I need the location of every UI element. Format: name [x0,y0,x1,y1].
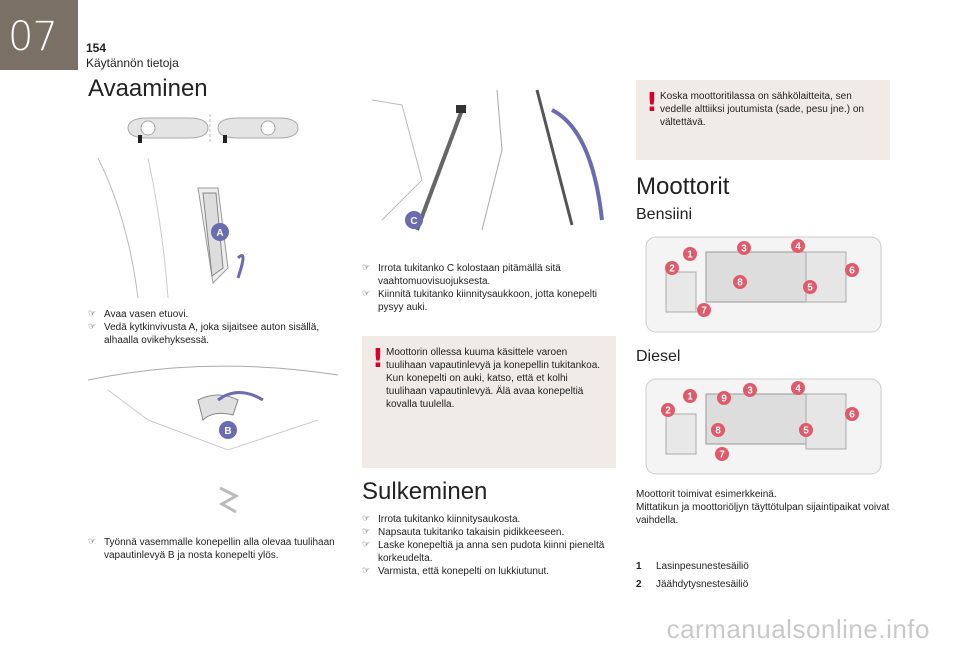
engine-marker-5: 5 [799,423,813,437]
stay-steps: ☞Irrota tukitanko C kolostaan pitämällä … [362,262,617,314]
bonnet-stay-illustration: C [371,89,604,231]
warning-text: Koska moottoritilassa on sähkölaitteita,… [660,91,864,128]
bullet-arrow-icon: ☞ [362,289,371,299]
chapter-tab: 07 [0,0,78,70]
list-item: ☞Työnnä vasemmalle konepellin alla oleva… [88,537,335,561]
bullet-arrow-icon: ☞ [88,322,97,332]
svg-text:8: 8 [737,278,743,289]
engine-marker-8: 8 [711,423,725,437]
svg-text:1: 1 [687,250,693,261]
list-item: ☞Varmista, että konepelti on lukkiutunut… [362,566,550,577]
engine-marker-5: 5 [803,280,817,294]
chapter-title: Käytännön tietoja [86,56,179,70]
warning-box-bonnet: ! Moottorin ollessa kuuma käsittele varo… [362,336,616,468]
svg-text:5: 5 [807,283,813,294]
engine-marker-7: 7 [715,447,729,461]
bullet-arrow-icon: ☞ [362,514,371,524]
svg-text:6: 6 [849,410,855,421]
list-item: ☞Kiinnitä tukitanko kiinnitysaukkoon, jo… [362,289,598,313]
engine-marker-4: 4 [791,239,805,253]
engine-marker-6: 6 [845,263,859,277]
engine-marker-7: 7 [697,303,711,317]
engine-marker-4: 4 [791,381,805,395]
chapter-number: 07 [8,14,58,60]
petrol-heading: Bensiini [636,206,693,223]
engines-note: Moottorit toimivat esimerkkeinä. Mittati… [636,489,890,526]
callout-b: B [224,426,231,437]
svg-text:3: 3 [747,386,753,397]
engine-marker-1: 1 [683,247,697,261]
bullet-arrow-icon: ☞ [88,537,97,547]
closing-heading: Sulkeminen [362,478,488,505]
page-number: 154 [86,41,107,55]
engine-marker-3: 3 [737,241,751,255]
svg-text:1: 1 [687,392,693,403]
callout-a: A [216,228,223,239]
svg-text:4: 4 [795,242,801,253]
diesel-engine-illustration: 1 2 3 4 5 6 7 8 9 [645,378,882,475]
warning-icon: ! [646,88,658,118]
svg-text:2: 2 [665,406,671,417]
closing-steps: ☞Irrota tukitanko kiinnitysaukosta. ☞Nap… [362,513,617,578]
warning-icon: ! [372,344,384,374]
svg-text:4: 4 [795,384,801,395]
engine-marker-2: 2 [665,261,679,275]
bullet-arrow-icon: ☞ [88,309,97,319]
door-lever-illustration: A [97,114,299,299]
brand-logo-icon [218,486,240,514]
engine-marker-9: 9 [717,391,731,405]
opening-steps-2: ☞Työnnä vasemmalle konepellin alla oleva… [88,536,343,562]
callout-c: C [410,216,417,227]
engine-marker-8: 8 [733,275,747,289]
list-item: ☞Laske konepeltiä ja anna sen pudota kii… [362,540,605,564]
bullet-arrow-icon: ☞ [362,540,371,550]
svg-text:8: 8 [715,426,721,437]
engine-marker-6: 6 [845,407,859,421]
watermark-text: carmanualsonline.info [666,614,930,644]
svg-text:7: 7 [719,450,725,461]
opening-heading: Avaaminen [88,75,208,102]
svg-text:6: 6 [849,266,855,277]
engines-heading: Moottorit [636,173,730,200]
opening-steps-1: ☞Avaa vasen etuovi. ☞Vedä kytkinvivusta … [88,308,343,347]
list-item: ☞Irrota tukitanko kiinnitysaukosta. [362,514,521,525]
bullet-arrow-icon: ☞ [362,263,371,273]
list-item: ☞Napsauta tukitanko takaisin pidikkeesee… [362,527,565,538]
svg-text:2: 2 [669,264,675,275]
svg-text:9: 9 [721,394,727,405]
list-item: ☞Irrota tukitanko C kolostaan pitämällä … [362,263,561,287]
svg-text:3: 3 [741,244,747,255]
engine-marker-1: 1 [683,389,697,403]
engine-marker-2: 2 [661,403,675,417]
svg-text:5: 5 [803,426,809,437]
car-topview-icon [127,117,299,139]
warning-text: Moottorin ollessa kuuma käsittele varoen… [386,347,601,410]
bullet-arrow-icon: ☞ [362,566,371,576]
warning-box-electrical: ! Koska moottoritilassa on sähkölaitteit… [636,80,890,160]
diesel-heading: Diesel [636,348,681,365]
bonnet-release-illustration: B [88,365,338,514]
petrol-engine-illustration: 1 2 3 4 5 6 7 8 [645,236,882,333]
list-item: ☞Avaa vasen etuovi. [88,309,189,320]
svg-text:7: 7 [701,306,707,317]
engine-marker-3: 3 [743,383,757,397]
bullet-arrow-icon: ☞ [362,527,371,537]
list-item: ☞Vedä kytkinvivusta A, joka sijaitsee au… [88,322,320,346]
